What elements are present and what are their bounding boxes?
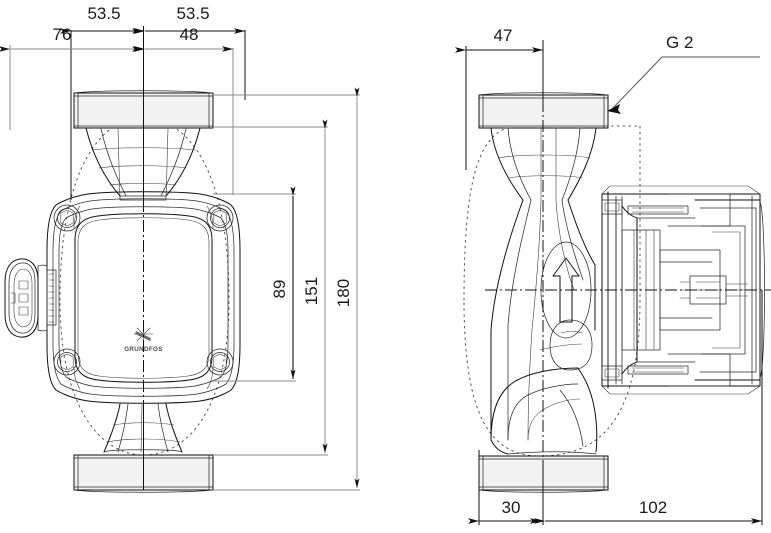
g2-callout-label: G 2 [666, 33, 693, 52]
front-bolt-boss-bl [53, 348, 81, 376]
dim-label-47: 47 [494, 26, 513, 45]
dim-label-89: 89 [270, 280, 289, 299]
dim-label-30: 30 [502, 498, 521, 517]
dim-label-151: 151 [302, 277, 321, 305]
side-upper-neck [490, 127, 597, 201]
front-bolt-boss-br [206, 348, 234, 376]
dim-label-180: 180 [334, 279, 353, 307]
side-view-envelope [463, 125, 641, 457]
side-lower-neck [490, 367, 598, 455]
dim-label-53-5-right: 53.5 [176, 4, 209, 23]
dim-151: 151 [302, 119, 328, 453]
dim-label-102: 102 [639, 498, 667, 517]
dim-89: 89 [270, 186, 296, 379]
dim-47: 47 [455, 26, 543, 53]
dim-label-53-5-left: 53.5 [87, 4, 120, 23]
front-electrical-connector [4, 258, 57, 338]
dim-53-5-left: 53.5 [60, 4, 143, 34]
dim-102: 102 [534, 498, 762, 524]
dim-label-76: 76 [53, 25, 72, 44]
g2-callout: G 2 [607, 33, 760, 114]
front-view: GRUNDFOS [4, 90, 241, 493]
front-motor-housing [46, 191, 241, 404]
front-bolt-boss-tl [53, 204, 81, 232]
front-view-dimensions: 53.5 53.5 76 48 89 151 [0, 4, 360, 491]
dim-30: 30 [468, 498, 541, 524]
front-bolt-boss-tr [206, 204, 234, 232]
dim-53-5-right: 53.5 [134, 4, 245, 34]
dim-76: 76 [0, 25, 143, 52]
side-view [463, 92, 771, 493]
side-view-dimensions: 47 G 2 30 102 [455, 26, 763, 525]
dim-48: 48 [134, 25, 233, 52]
side-pump-body [490, 199, 596, 441]
dim-180: 180 [334, 87, 360, 488]
dim-label-48: 48 [180, 25, 199, 44]
